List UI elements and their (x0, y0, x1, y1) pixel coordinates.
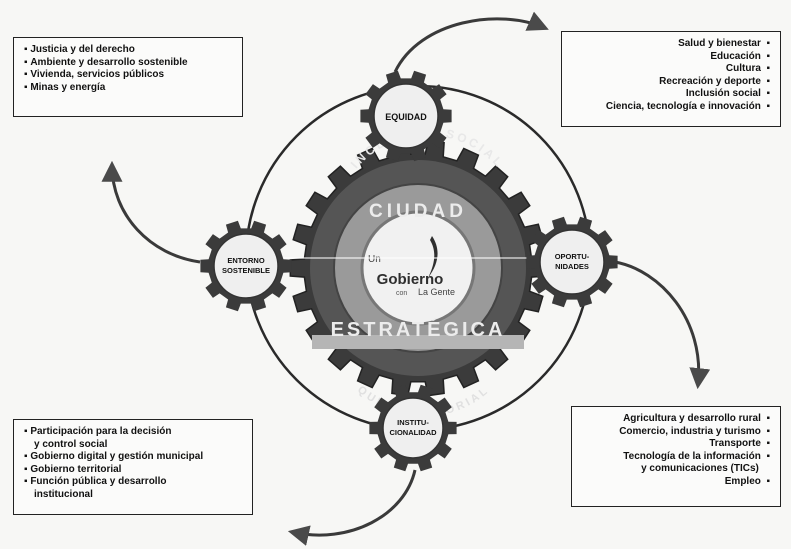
gear-institucionalidad: INSTITU- CIONALIDAD (369, 384, 457, 472)
gear-oportunidades-label-2: NIDADES (555, 262, 589, 271)
box-tr-item: Salud y bienestar (572, 38, 770, 51)
gear-institucionalidad-label-2: CIONALIDAD (389, 428, 437, 437)
box-tr-item: Cultura (572, 63, 770, 76)
box-entorno-sostenible: Justicia y del derecho Ambiente y desarr… (13, 37, 243, 117)
box-tr-item: Educación (572, 51, 770, 64)
center-title-estrategica: ESTRATÉGICA (331, 318, 506, 341)
box-bl-item: y control social (34, 438, 108, 450)
box-oportunidades: Agricultura y desarrollo rural Comercio,… (571, 406, 781, 507)
center-title-ciudad: CIUDAD (369, 201, 467, 222)
box-institucionalidad: Participación para la decisión y control… (13, 419, 253, 515)
box-bl-item: Participación para la decisión (24, 426, 242, 439)
box-tl-item: Justicia y del derecho (24, 44, 232, 57)
gear-equidad: EQUIDAD (360, 70, 452, 162)
box-br-item: Agricultura y desarrollo rural (582, 413, 770, 426)
arrow-to-bottom-right (614, 260, 711, 390)
logo-leaf-icon (428, 236, 438, 278)
box-bl-item: Función pública y desarrollo (24, 476, 242, 489)
arrow-to-top-left (101, 160, 201, 264)
box-equidad: Salud y bienestar Educación Cultura Recr… (561, 31, 781, 127)
box-br-item: y comunicaciones (TICs) (641, 463, 759, 474)
logo-main-text: Gobierno (377, 271, 444, 288)
logo-disc (360, 210, 476, 326)
central-gear (289, 139, 547, 397)
box-br-item: Comercio, industria y turismo (582, 426, 770, 439)
arrow-to-top-right (393, 11, 549, 73)
gear-oportunidades: OPORTU- NIDADES (526, 216, 618, 308)
center-bottom-band (312, 335, 524, 349)
box-br-item: Empleo (582, 476, 770, 489)
box-tl-item: Ambiente y desarrollo sostenible (24, 57, 232, 70)
box-tr-item: Inclusión social (572, 88, 770, 101)
box-tr-item: Recreación y deporte (572, 76, 770, 89)
logo-small-top: Un (368, 254, 381, 265)
box-tr-item: Ciencia, tecnología e innovación (572, 101, 770, 114)
gear-entorno-label-2: SOSTENIBLE (222, 266, 270, 275)
box-tl-item: Vivienda, servicios públicos (24, 69, 232, 82)
gobierno-logo: Un Gobierno con La Gente (368, 236, 455, 297)
arrow-to-bottom-left (287, 469, 417, 546)
box-tl-item: Minas y energía (24, 82, 232, 95)
box-bl-item: Gobierno digital y gestión municipal (24, 451, 242, 464)
logo-small-mid: con (396, 290, 407, 297)
gear-equidad-label: EQUIDAD (385, 112, 427, 122)
gear-entorno-label-1: ENTORNO (227, 256, 265, 265)
box-bl-item: institucional (34, 488, 93, 500)
box-bl-item: Gobierno territorial (24, 464, 242, 477)
gear-entorno-sostenible: ENTORNO SOSTENIBLE (200, 220, 292, 312)
gear-oportunidades-label-1: OPORTU- (555, 252, 590, 261)
box-br-item: Tecnología de la información (582, 451, 770, 464)
gear-institucionalidad-label-1: INSTITU- (397, 418, 429, 427)
box-br-item: Transporte (582, 438, 770, 451)
logo-small-bottom: La Gente (418, 287, 455, 297)
